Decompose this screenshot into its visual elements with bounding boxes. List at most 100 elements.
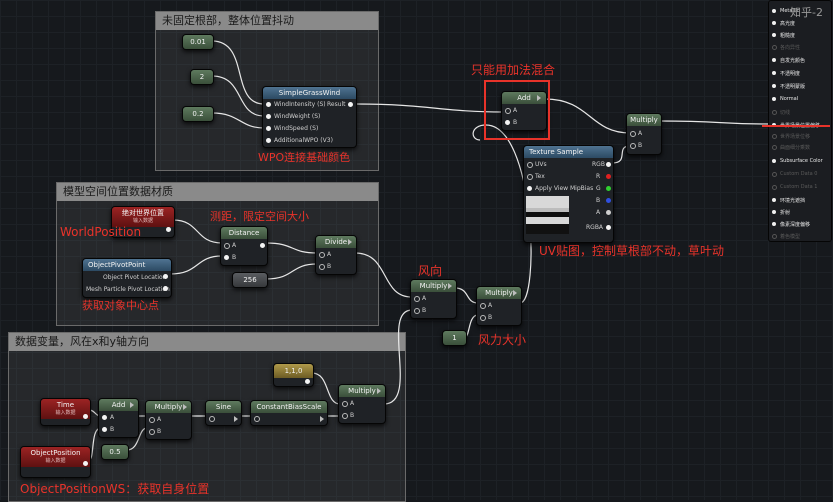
constant-node[interactable]: 1 (442, 330, 467, 346)
output-label: Result (327, 101, 346, 108)
node-title: Multiply (339, 385, 385, 397)
output-pin[interactable] (348, 239, 352, 245)
output-pin[interactable] (348, 102, 353, 107)
annotation-uv-map: UV贴图，控制草根部不动，草叶动 (539, 244, 724, 258)
output-pin[interactable] (513, 290, 517, 296)
input-pin[interactable] (630, 131, 636, 137)
output-pin[interactable] (166, 227, 171, 232)
input-pin[interactable] (414, 296, 420, 302)
distance-node[interactable]: Distance A B (220, 226, 268, 266)
constant-node[interactable]: 0.01 (182, 34, 214, 50)
annotation-object-position-ws: ObjectPositionWS：获取自身位置 (20, 482, 210, 496)
constant-bias-scale-node[interactable]: ConstantBiasScale (250, 400, 328, 426)
input-pin[interactable] (527, 174, 533, 180)
constant-value: 2 (191, 70, 213, 84)
node-subtitle: 输入数据 (132, 218, 153, 224)
pin-label: Tex (535, 173, 545, 180)
input-pin[interactable] (480, 315, 486, 321)
time-node[interactable]: Time 输入数据 (40, 398, 91, 426)
output-pin[interactable] (163, 274, 168, 279)
input-pin[interactable] (505, 108, 511, 114)
pin-label: A (110, 414, 115, 421)
constant-value: 0.01 (183, 35, 213, 49)
input-pin[interactable] (102, 415, 107, 420)
multiply-node[interactable]: Multiply A B (145, 400, 192, 440)
output-pin[interactable] (606, 210, 611, 215)
constant-node[interactable]: 0.2 (182, 106, 214, 122)
input-pin[interactable] (254, 416, 260, 422)
output-pin[interactable] (537, 95, 541, 101)
input-pin[interactable] (480, 303, 486, 309)
output-pin[interactable] (183, 404, 187, 410)
output-pin[interactable] (260, 243, 265, 248)
input-pin[interactable] (266, 138, 271, 143)
output-pin[interactable] (606, 186, 611, 191)
output-pin[interactable] (606, 198, 611, 203)
pin-label: Mesh Particle Pivot Location (86, 286, 170, 293)
input-pin[interactable] (209, 416, 215, 422)
input-pin[interactable] (630, 143, 636, 149)
multiply-node[interactable]: Multiply A B (626, 113, 662, 155)
comment-title: 数据变量，风在x和y轴方向 (9, 333, 405, 351)
node-title: Multiply (627, 114, 661, 126)
output-pin[interactable] (83, 461, 88, 466)
input-pin[interactable] (505, 120, 510, 125)
pin-label: A (422, 295, 427, 302)
texture-sample-node[interactable]: Texture Sample UVs Tex Apply View MipBia… (523, 145, 614, 243)
output-pin[interactable] (606, 225, 611, 230)
input-pin[interactable] (527, 162, 533, 168)
input-pin[interactable] (266, 102, 271, 107)
output-pin[interactable] (606, 174, 611, 179)
output-pin[interactable] (606, 162, 611, 167)
object-pivot-point-node[interactable]: ObjectPivotPoint Object Pivot Location M… (82, 258, 172, 298)
constant-node[interactable]: 0.5 (101, 444, 129, 460)
input-pin[interactable] (414, 308, 420, 314)
node-subtitle: 输入数据 (55, 410, 76, 416)
node-title: Distance (221, 227, 267, 239)
multiply-node[interactable]: Multiply A B (338, 384, 386, 424)
input-pin[interactable] (342, 401, 348, 407)
pin-label: WindWeight (S) (274, 113, 321, 120)
input-pin[interactable] (102, 427, 107, 432)
output-pin[interactable] (163, 286, 168, 291)
output-pin[interactable] (83, 414, 88, 419)
constant-value: 0.5 (102, 445, 128, 459)
output-pin[interactable] (448, 283, 452, 289)
wpo-highlight-line (762, 125, 830, 127)
constant-node[interactable]: 2 (190, 69, 214, 85)
add-node[interactable]: Add A B (501, 91, 547, 131)
pin-label: A (157, 416, 162, 423)
output-pin[interactable] (130, 402, 134, 408)
pin-label: B (488, 314, 493, 321)
vector-constant-node[interactable]: 1,1,0 (273, 363, 314, 387)
output-pin[interactable] (320, 416, 324, 422)
output-pin[interactable] (234, 416, 238, 422)
output-pin[interactable] (377, 388, 381, 394)
input-pin[interactable] (224, 255, 229, 260)
output-pin[interactable] (305, 379, 310, 384)
input-pin[interactable] (149, 417, 155, 423)
pin-label: R (596, 173, 601, 180)
input-pin[interactable] (319, 264, 325, 270)
sine-node[interactable]: Sine (205, 400, 242, 426)
input-pin[interactable] (527, 186, 532, 191)
input-pin[interactable] (224, 243, 230, 249)
pin-label: B (513, 119, 518, 126)
input-pin[interactable] (342, 413, 348, 419)
pin-label: A (488, 302, 493, 309)
input-pin[interactable] (149, 429, 155, 435)
material-result-node[interactable]: Metallic 高光度 粗糙度 各向异性 自发光颜色 不透明度 不透明蒙版 N… (768, 0, 832, 242)
multiply-node[interactable]: Multiply A B (476, 286, 522, 326)
input-pin[interactable] (266, 114, 271, 119)
add-node[interactable]: Add A B (98, 398, 139, 438)
node-title: ObjectPivotPoint (83, 259, 171, 271)
input-pin[interactable] (266, 126, 271, 131)
object-position-node[interactable]: ObjectPosition 输入数据 (20, 446, 91, 478)
multiply-node[interactable]: Multiply A B (410, 279, 457, 319)
absolute-world-position-node[interactable]: 绝对世界位置 输入数据 (111, 206, 175, 238)
constant-node[interactable]: 256 (232, 272, 268, 288)
simple-grass-wind-node[interactable]: SimpleGrassWind WindIntensity (S) WindWe… (262, 86, 357, 148)
pin-label: B (638, 142, 643, 149)
divide-node[interactable]: Divide A B (315, 235, 357, 275)
input-pin[interactable] (319, 252, 325, 258)
